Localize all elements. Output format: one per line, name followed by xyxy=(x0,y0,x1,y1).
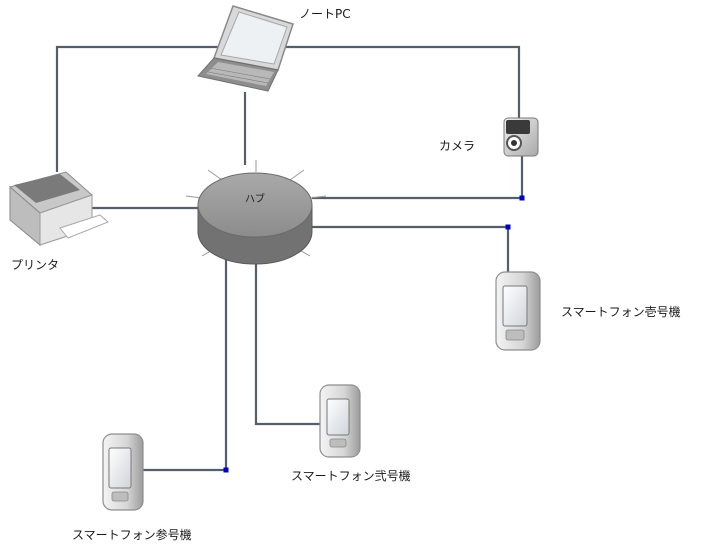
connector-hub-phone1 xyxy=(312,225,510,276)
connector-hub-camera xyxy=(312,152,524,200)
printer-label: プリンタ xyxy=(11,258,60,272)
smartphone-icon xyxy=(495,271,541,351)
connector-laptop-camera xyxy=(55,45,521,172)
smartphone-icon xyxy=(102,433,144,511)
phone3-label: スマートフォン参号機 xyxy=(72,528,192,542)
connector-hub-phone2 xyxy=(254,262,322,426)
hub[interactable] xyxy=(185,160,327,265)
printer-icon xyxy=(8,171,109,247)
connectors xyxy=(55,45,524,472)
endpoint-marker xyxy=(223,467,229,473)
endpoint-marker xyxy=(519,195,525,201)
connector-hub-phone3 xyxy=(142,258,228,472)
phone1-label: スマートフォン壱号機 xyxy=(561,305,681,319)
phone2-label: スマートフォン弐号機 xyxy=(291,469,411,483)
smartphone-icon xyxy=(319,384,361,458)
camera-icon xyxy=(503,117,539,157)
laptop-label: ノートPC xyxy=(299,7,351,21)
hub-top xyxy=(197,172,313,238)
camera-label: カメラ xyxy=(439,139,476,153)
laptop-icon xyxy=(197,5,294,92)
hub-label: ハブ xyxy=(245,194,265,205)
endpoint-marker xyxy=(505,224,511,230)
